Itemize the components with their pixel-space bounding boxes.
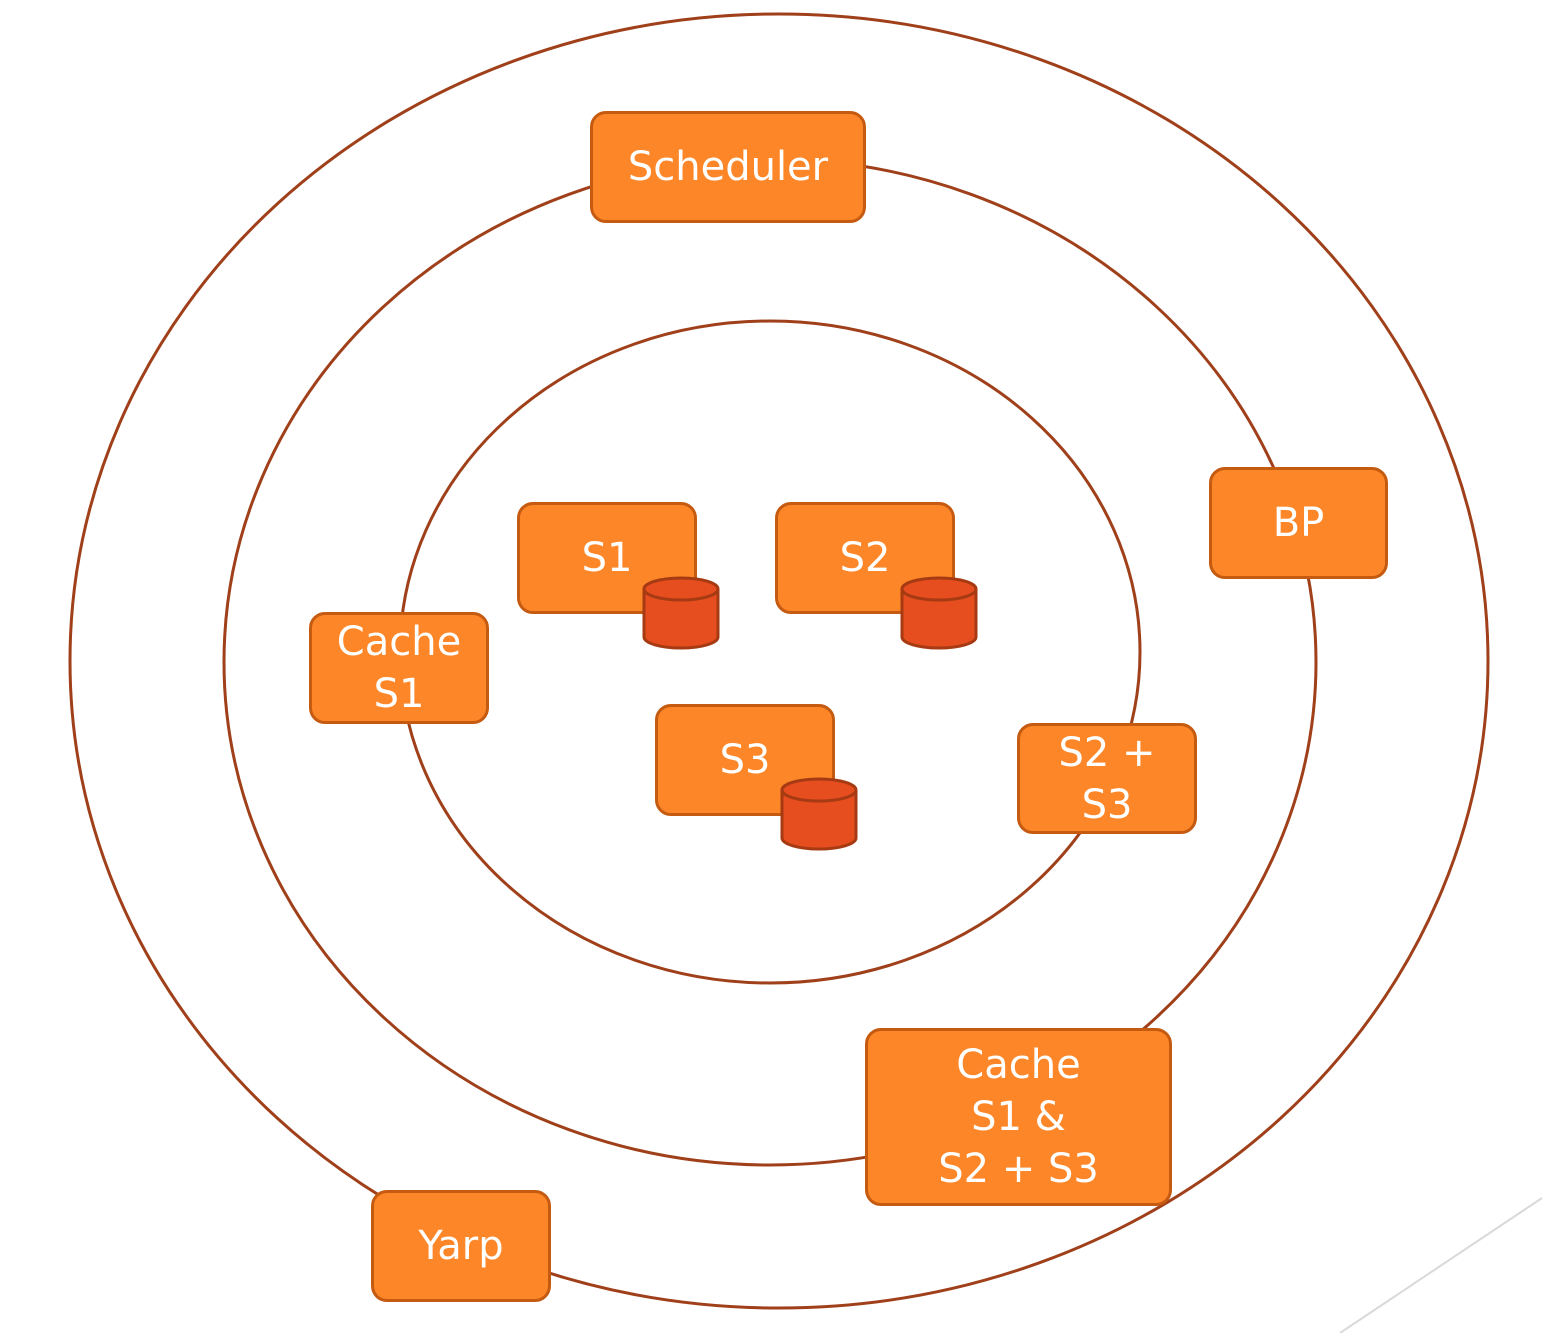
cache-s1-node: Cache S1: [309, 612, 489, 724]
cache-s1-s2-s3-node: Cache S1 & S2 + S3: [865, 1028, 1172, 1206]
s2-plus-s3-node: S2 + S3: [1017, 723, 1197, 834]
yarp-node: Yarp: [371, 1190, 551, 1302]
database-icon: [900, 576, 978, 650]
corner-decoration-line: [1339, 1197, 1542, 1333]
s2-node: S2: [775, 502, 955, 614]
database-icon: [642, 576, 720, 650]
scheduler-node: Scheduler: [590, 111, 866, 223]
outer-ring: [68, 12, 1490, 1310]
database-icon: [780, 777, 858, 851]
s3-node: S3: [655, 704, 835, 816]
inner-ring: [398, 319, 1142, 985]
bp-node: BP: [1209, 467, 1388, 579]
